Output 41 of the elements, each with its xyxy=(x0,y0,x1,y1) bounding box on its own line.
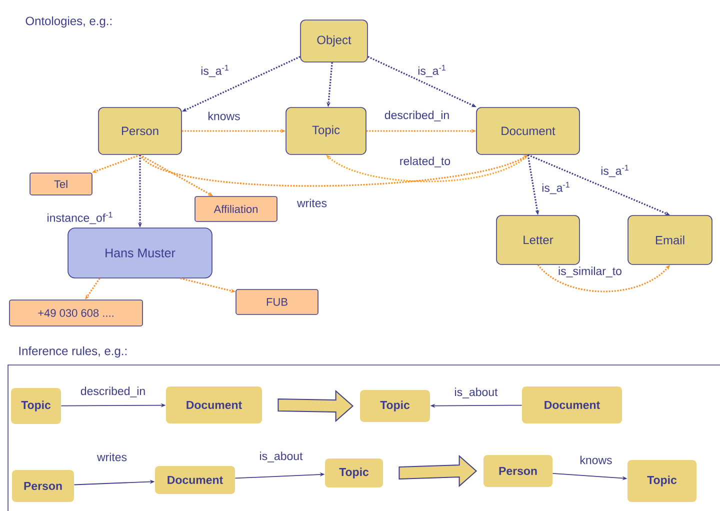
term-box: Document xyxy=(155,466,235,494)
edge-label: knows xyxy=(206,110,242,122)
term-box: Person xyxy=(484,454,552,487)
class-box: Letter xyxy=(496,215,580,265)
edge-label: is_a$^{-1}$ xyxy=(416,64,448,78)
edge-label: writes xyxy=(96,452,128,462)
arrow xyxy=(326,154,528,182)
edge-label: is_a$^{-1}$ xyxy=(540,180,572,196)
edge-label: is_about xyxy=(258,450,304,464)
edge-label: is_a$^{-1}$ xyxy=(200,64,230,78)
edge-label: is_a$^{-1}$ xyxy=(600,164,630,178)
arrow xyxy=(537,264,670,292)
term-box: Topic xyxy=(360,390,430,422)
edge-label: is_about xyxy=(453,386,499,400)
implication-arrow xyxy=(278,390,354,422)
class-box: Topic xyxy=(286,107,366,155)
edge-label: writes xyxy=(296,198,328,208)
class-box: Object xyxy=(300,20,368,62)
term-box: Person xyxy=(12,470,74,502)
heading: Inference rules, e.g.: xyxy=(19,346,126,358)
class-box: Document xyxy=(476,107,580,155)
heading: Ontologies, e.g.: xyxy=(26,16,112,28)
term-box: Topic xyxy=(325,458,383,488)
edge-label: knows xyxy=(578,454,614,466)
term-box: Topic xyxy=(11,388,61,424)
edge-label: is_similar_to xyxy=(557,266,623,278)
attribute-box: +49 030 608 .... xyxy=(9,300,143,326)
edge-label: described_in xyxy=(79,386,147,398)
edge-label: instance_of$^{-1}$ xyxy=(46,210,114,226)
class-box: Person xyxy=(98,107,182,155)
attribute-box: FUB xyxy=(236,289,318,315)
implication-arrow xyxy=(398,454,478,488)
class-box: Email xyxy=(628,215,712,265)
term-box: Topic xyxy=(628,460,696,502)
attribute-box: Tel xyxy=(30,172,92,196)
term-box: Document xyxy=(166,386,262,424)
edge-label: related_to xyxy=(398,156,452,168)
term-box: Document xyxy=(522,386,622,424)
edge-label: described_in xyxy=(383,110,451,122)
instance-box: Hans Muster xyxy=(68,228,212,278)
attribute-box: Affiliation xyxy=(194,196,278,222)
